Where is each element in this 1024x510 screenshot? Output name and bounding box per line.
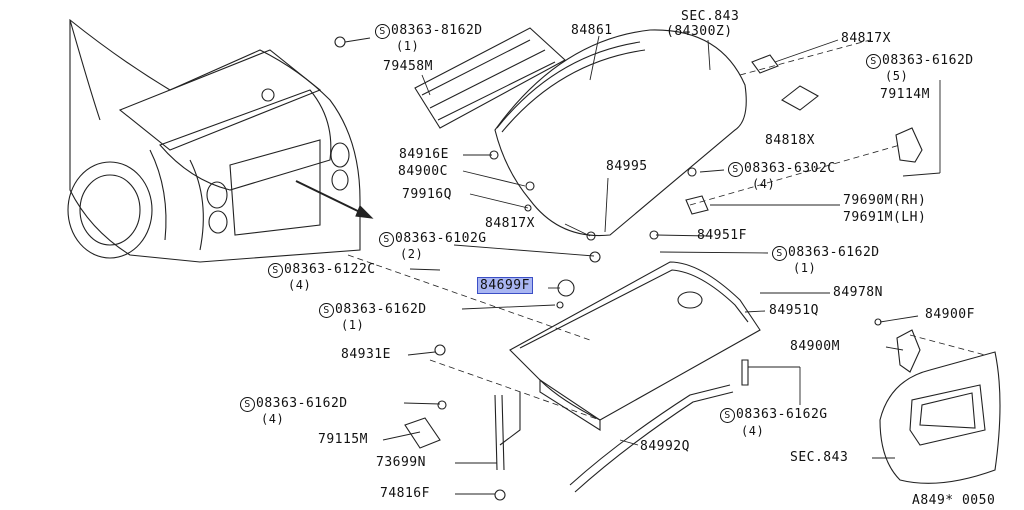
screw-symbol-icon: S (319, 303, 334, 318)
alignment-lines (347, 39, 986, 421)
car-rear-body (67, 18, 361, 263)
highlighted-part-number: 84699F (477, 277, 533, 294)
qty-08363-6162D-4: (4) (261, 412, 285, 426)
label-sec843-top: SEC.843 (681, 9, 740, 24)
qty-08363-6122C: (4) (288, 278, 312, 292)
label-79458M: 79458M (383, 59, 433, 74)
label-84818X: 84818X (765, 133, 815, 148)
cowl-panel (334, 27, 566, 129)
label-79916Q: 79916Q (402, 187, 452, 202)
screw-symbol-icon: S (728, 162, 743, 177)
label-79114M: 79114M (880, 87, 930, 102)
label-79690M-RH: 79690M(RH) (843, 193, 927, 208)
screw-symbol-icon: S (268, 263, 283, 278)
small-parts-upper (489, 54, 923, 263)
qty-08363-6162D-1r: (1) (793, 261, 817, 275)
direction-arrow (295, 180, 374, 219)
label-73699N: 73699N (376, 455, 426, 470)
qty-08363-8162D: (1) (396, 39, 420, 53)
screw-symbol-icon: S (379, 232, 394, 247)
leader-lines (382, 35, 941, 495)
trunk-lid (494, 29, 747, 237)
label-84300Z: (84300Z) (666, 24, 733, 39)
label-84995: 84995 (606, 159, 648, 174)
trunk-finisher (874, 318, 1001, 484)
label-84900F: 84900F (925, 307, 975, 322)
label-84916E: 84916E (399, 147, 449, 162)
label-84951F: 84951F (697, 228, 747, 243)
screw-symbol-icon: S (240, 397, 255, 412)
label-84992Q: 84992Q (640, 439, 690, 454)
label-84978N: 84978N (833, 285, 883, 300)
label-84699F: 84699F (477, 277, 533, 294)
label-74816F: 74816F (380, 486, 430, 501)
trunk-trim-panel (509, 261, 761, 431)
label-84817X-mid: 84817X (485, 216, 535, 231)
screw-symbol-icon: S (720, 408, 735, 423)
screw-symbol-icon: S (375, 24, 390, 39)
small-parts-lower (404, 301, 749, 501)
qty-08363-6162G: (4) (741, 424, 765, 438)
qty-08363-6162D-1l: (1) (341, 318, 365, 332)
screw-symbol-icon: S (866, 54, 881, 69)
label-sec843-bottom: SEC.843 (790, 450, 849, 465)
qty-08363-6162D-5: (5) (885, 69, 909, 83)
diagram-reference-code: A849* 0050 (912, 493, 996, 508)
screw-symbol-icon: S (772, 246, 787, 261)
qty-08363-6302C: (4) (752, 177, 776, 191)
label-84817X-top: 84817X (841, 31, 891, 46)
label-84900M: 84900M (790, 339, 840, 354)
label-84861: 84861 (571, 23, 613, 38)
label-79691M-LH: 79691M(LH) (843, 210, 927, 225)
label-84951Q: 84951Q (769, 303, 819, 318)
qty-08363-6102G: (2) (400, 247, 424, 261)
label-84931E: 84931E (341, 347, 391, 362)
label-79115M: 79115M (318, 432, 368, 447)
label-84900C: 84900C (398, 164, 448, 179)
